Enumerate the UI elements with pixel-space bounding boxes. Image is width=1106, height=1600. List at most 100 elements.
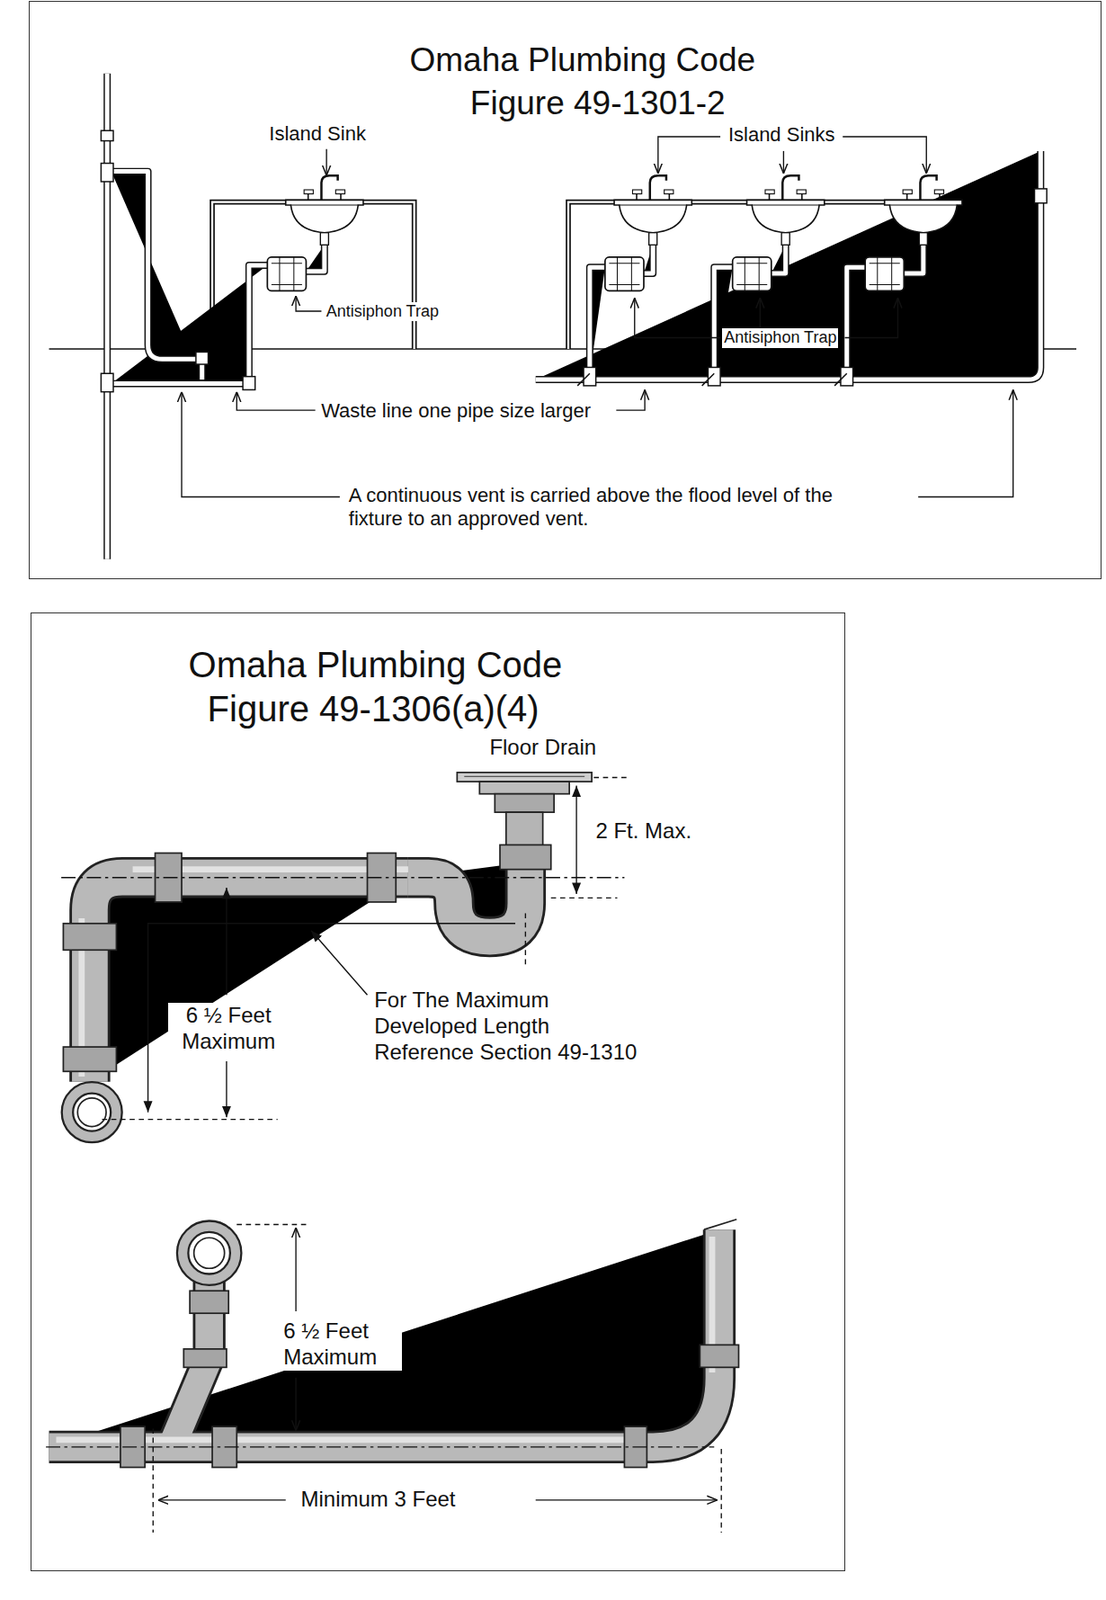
antisiphon-trap [865, 257, 904, 291]
pipe-outline [771, 244, 786, 274]
pipe-outline [589, 267, 606, 375]
pipe-end-view [182, 1226, 236, 1280]
pipe-hub [183, 1348, 227, 1367]
pipe-end-view [77, 1097, 107, 1127]
pipe-end-view [182, 1226, 236, 1280]
pipe-inner [903, 244, 924, 274]
dimension-line [294, 1377, 296, 1431]
pipe-inner [535, 151, 1042, 380]
pipe-body [49, 1229, 720, 1447]
drain-pipe [111, 265, 268, 384]
pipe-outline [49, 1229, 720, 1447]
pipe-fitting [242, 376, 256, 391]
dimension-line [158, 1498, 286, 1500]
leader-arrow [634, 297, 721, 338]
dimension-line [525, 912, 527, 967]
leader-arrow [783, 151, 785, 174]
pipe-outline [847, 267, 866, 375]
antisiphon-trap [732, 257, 772, 291]
pipe-inner [111, 265, 268, 384]
leader-arrow [236, 392, 315, 411]
figure-title: Omaha Plumbing Code [188, 643, 563, 686]
dimension-line [721, 1448, 723, 1533]
leader-arrow [615, 389, 645, 411]
leader-arrow [844, 297, 898, 338]
pipe-hub [499, 844, 552, 869]
antisiphon-trap [267, 257, 306, 291]
pipe-outline [305, 244, 324, 271]
dimension-line [45, 1223, 722, 1533]
leader-arrow [759, 297, 761, 328]
pipe-outline [535, 151, 1042, 380]
pipe-end-view [67, 1087, 116, 1136]
pipe-fitting [840, 366, 854, 385]
antisiphon-trap [267, 257, 904, 291]
pipe-inner [589, 267, 606, 375]
drain-pipe [305, 244, 324, 271]
pipe-fitting [100, 163, 114, 182]
dimension-line [593, 776, 627, 778]
dimension-line [551, 897, 618, 899]
pipe-fitting [577, 373, 848, 386]
pipe-highlight [55, 1236, 713, 1440]
figure-title: Omaha Plumbing Code [409, 41, 756, 81]
dimension-line [575, 785, 577, 894]
dimension-line [152, 1427, 154, 1533]
drain-pipe-shaded [89, 877, 409, 1082]
pipe-fitting [707, 366, 721, 385]
dimension-label: 6 ½ Feet Maximum [168, 1002, 289, 1055]
figure-title: Figure 49-1306(a)(4) [207, 687, 540, 730]
dimension-line [535, 1498, 718, 1500]
leader-arrow [325, 149, 327, 176]
pipe-inner [105, 73, 110, 560]
callout-label: Antisiphon Trap [722, 328, 839, 348]
pipe-body [89, 877, 409, 1082]
pipe-hub [704, 1219, 737, 1230]
figure-panel: Omaha Plumbing CodeFigure 49-1306(a)(4) [30, 612, 845, 1572]
dimension-line [225, 1061, 227, 1117]
island-sink [285, 175, 963, 245]
dimension-line [225, 887, 227, 995]
pipe-end-view [182, 1226, 236, 1280]
pipe-hub [699, 1344, 739, 1367]
drain-pipe [643, 244, 653, 274]
leader-arrow [181, 392, 340, 498]
dimension-line [236, 1223, 306, 1225]
pipe-outline [643, 244, 653, 274]
pipe-inner [771, 244, 786, 274]
pipe-inner [305, 244, 324, 271]
drain-pipe-shaded [49, 1229, 720, 1447]
leader-arrow [842, 136, 927, 174]
pipe-fitting [196, 351, 209, 365]
leader-arrow [181, 136, 1014, 498]
drain-pipe [107, 73, 108, 560]
drain-pipe [847, 267, 866, 375]
island-sink [285, 175, 364, 245]
pipe-fitting [1034, 188, 1048, 204]
pipe-outline [49, 1229, 720, 1447]
pipe-highlight [81, 869, 409, 1077]
floor-drain [463, 775, 585, 777]
dimension-line [294, 1227, 296, 1312]
floor-drain [494, 793, 554, 812]
pipe-outline [107, 73, 1041, 560]
pipe-hub [62, 923, 116, 950]
pipe-outline [103, 73, 111, 560]
pipe-body [49, 1229, 720, 1447]
island-sink [614, 175, 692, 245]
pipe-outline [408, 862, 526, 937]
pipe-inner [713, 267, 732, 375]
pipe-end-view [67, 1087, 116, 1136]
island-sink [747, 175, 825, 245]
pipe-outline [713, 267, 732, 375]
floor-drain [456, 772, 592, 782]
pipe-inner [107, 73, 1041, 560]
leader-arrow [658, 136, 721, 174]
pipe-outline [89, 877, 409, 1082]
drain-pipe [535, 151, 1042, 380]
callout-label: Island Sink [267, 122, 368, 146]
callout-label: Floor Drain [487, 734, 598, 761]
pipe-hub [189, 1290, 229, 1313]
dimension-line [45, 1445, 714, 1447]
